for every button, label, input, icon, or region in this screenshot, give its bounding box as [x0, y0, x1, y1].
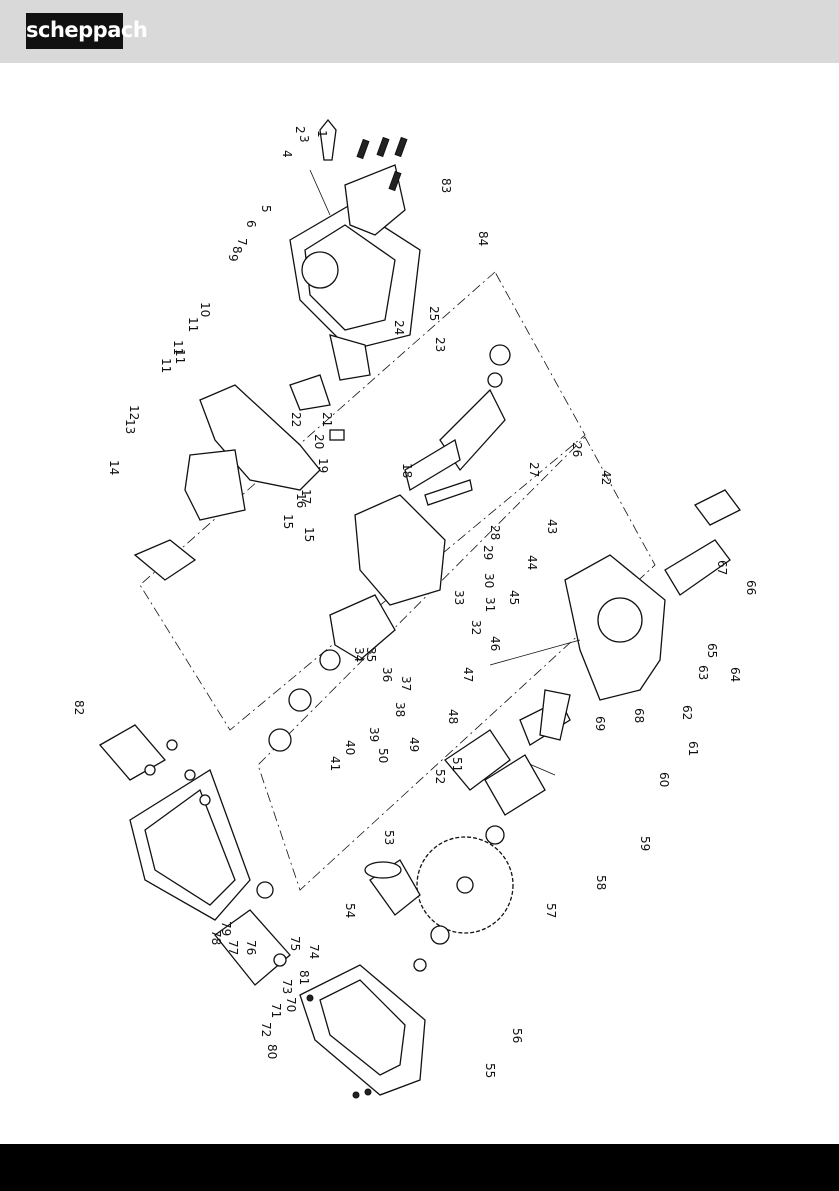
part-label-84: 81 — [297, 970, 311, 985]
part-label-75: 72 — [259, 1022, 273, 1037]
part-label-15: 13 — [123, 419, 137, 434]
part-label-24: 21 — [320, 412, 334, 427]
part-label-48: 45 — [507, 590, 521, 605]
part-label-47: 44 — [525, 555, 539, 570]
part-label-9: 10 — [198, 302, 212, 317]
part-label-87: 84 — [476, 231, 490, 246]
gearbox-group — [269, 495, 445, 751]
part-label-65: 62 — [680, 705, 694, 720]
footer-bar — [0, 1144, 839, 1191]
part-label-83: 80 — [265, 1044, 279, 1059]
part-label-5: 6 — [244, 220, 258, 228]
part-label-51: 48 — [446, 709, 460, 724]
part-label-78: 75 — [288, 936, 302, 951]
part-label-74: 71 — [269, 1003, 283, 1018]
part-label-54: 51 — [450, 757, 464, 772]
part-label-71: 68 — [632, 708, 646, 723]
part-label-3: 4 — [280, 150, 294, 158]
part-label-49: 46 — [488, 636, 502, 651]
part-label-44: 41 — [328, 756, 342, 771]
part-label-26: 23 — [433, 337, 447, 352]
part-label-13: 11 — [159, 358, 173, 373]
part-label-4: 5 — [259, 205, 273, 213]
part-label-46: 43 — [545, 519, 559, 534]
header-bar: scheppach — [0, 0, 839, 63]
part-label-61: 58 — [594, 875, 608, 890]
part-label-38: 35 — [364, 647, 378, 662]
part-label-58: 55 — [483, 1063, 497, 1078]
saw-blade — [414, 837, 513, 971]
part-label-7: 8 — [230, 246, 244, 254]
part-label-82: 79 — [219, 921, 233, 936]
part-label-16: 14 — [107, 460, 121, 475]
armature-group — [405, 345, 510, 505]
part-label-57: 54 — [343, 903, 357, 918]
part-label-42: 39 — [367, 727, 381, 742]
part-label-23: 20 — [312, 434, 326, 449]
part-label-14: 12 — [127, 405, 141, 420]
part-label-72: 69 — [593, 716, 607, 731]
part-label-68: 65 — [705, 643, 719, 658]
part-label-73: 70 — [284, 997, 298, 1012]
part-label-6: 7 — [235, 238, 249, 246]
part-label-34: 31 — [483, 597, 497, 612]
part-label-67: 64 — [728, 667, 742, 682]
part-label-1: 2 — [293, 126, 307, 134]
part-label-64: 61 — [686, 741, 700, 756]
part-label-29: 26 — [570, 442, 584, 457]
part-label-17: 15 — [302, 527, 316, 542]
part-label-2: 3 — [297, 135, 311, 143]
part-label-28: 25 — [427, 306, 441, 321]
part-label-31: 28 — [488, 525, 502, 540]
lower-guard — [300, 965, 425, 1098]
part-label-50: 47 — [461, 667, 475, 682]
part-label-77: 74 — [307, 944, 321, 959]
part-label-66: 63 — [696, 665, 710, 680]
part-label-52: 49 — [407, 737, 421, 752]
part-label-53: 50 — [376, 748, 390, 763]
part-label-30: 27 — [527, 462, 541, 477]
part-label-79: 76 — [244, 940, 258, 955]
motor-housing-group — [290, 120, 420, 350]
part-label-36: 33 — [452, 590, 466, 605]
part-label-76: 73 — [280, 979, 294, 994]
part-label-55: 52 — [433, 769, 447, 784]
part-label-63: 60 — [657, 772, 671, 787]
part-label-59: 56 — [510, 1028, 524, 1043]
part-label-86: 83 — [439, 178, 453, 193]
part-label-33: 30 — [482, 573, 496, 588]
part-label-18: 15 — [281, 514, 295, 529]
part-label-12: 11 — [173, 349, 187, 364]
part-label-21: 18 — [400, 463, 414, 478]
part-label-10: 11 — [186, 317, 200, 332]
part-label-27: 24 — [392, 320, 406, 335]
part-label-39: 36 — [380, 667, 394, 682]
part-label-32: 29 — [481, 545, 495, 560]
part-label-0: 1 — [315, 130, 329, 138]
part-label-70: 67 — [715, 560, 729, 575]
part-label-56: 53 — [382, 830, 396, 845]
part-label-45: 42 — [599, 470, 613, 485]
part-label-69: 66 — [744, 580, 758, 595]
part-label-20: 17 — [299, 489, 313, 504]
part-label-22: 19 — [316, 458, 330, 473]
dust-adapter — [365, 860, 420, 915]
part-label-62: 59 — [638, 836, 652, 851]
base-plate — [100, 725, 250, 920]
riving-knife-group — [445, 730, 545, 844]
part-label-41: 38 — [393, 702, 407, 717]
part-label-25: 22 — [289, 412, 303, 427]
part-label-80: 77 — [226, 940, 240, 955]
part-label-37: 34 — [352, 647, 366, 662]
part-label-60: 57 — [544, 903, 558, 918]
part-label-85: 82 — [72, 700, 86, 715]
part-label-40: 37 — [399, 676, 413, 691]
part-label-43: 40 — [343, 740, 357, 755]
part-label-8: 9 — [226, 254, 240, 262]
part-label-35: 32 — [469, 620, 483, 635]
brand-logo: scheppach — [26, 13, 123, 49]
